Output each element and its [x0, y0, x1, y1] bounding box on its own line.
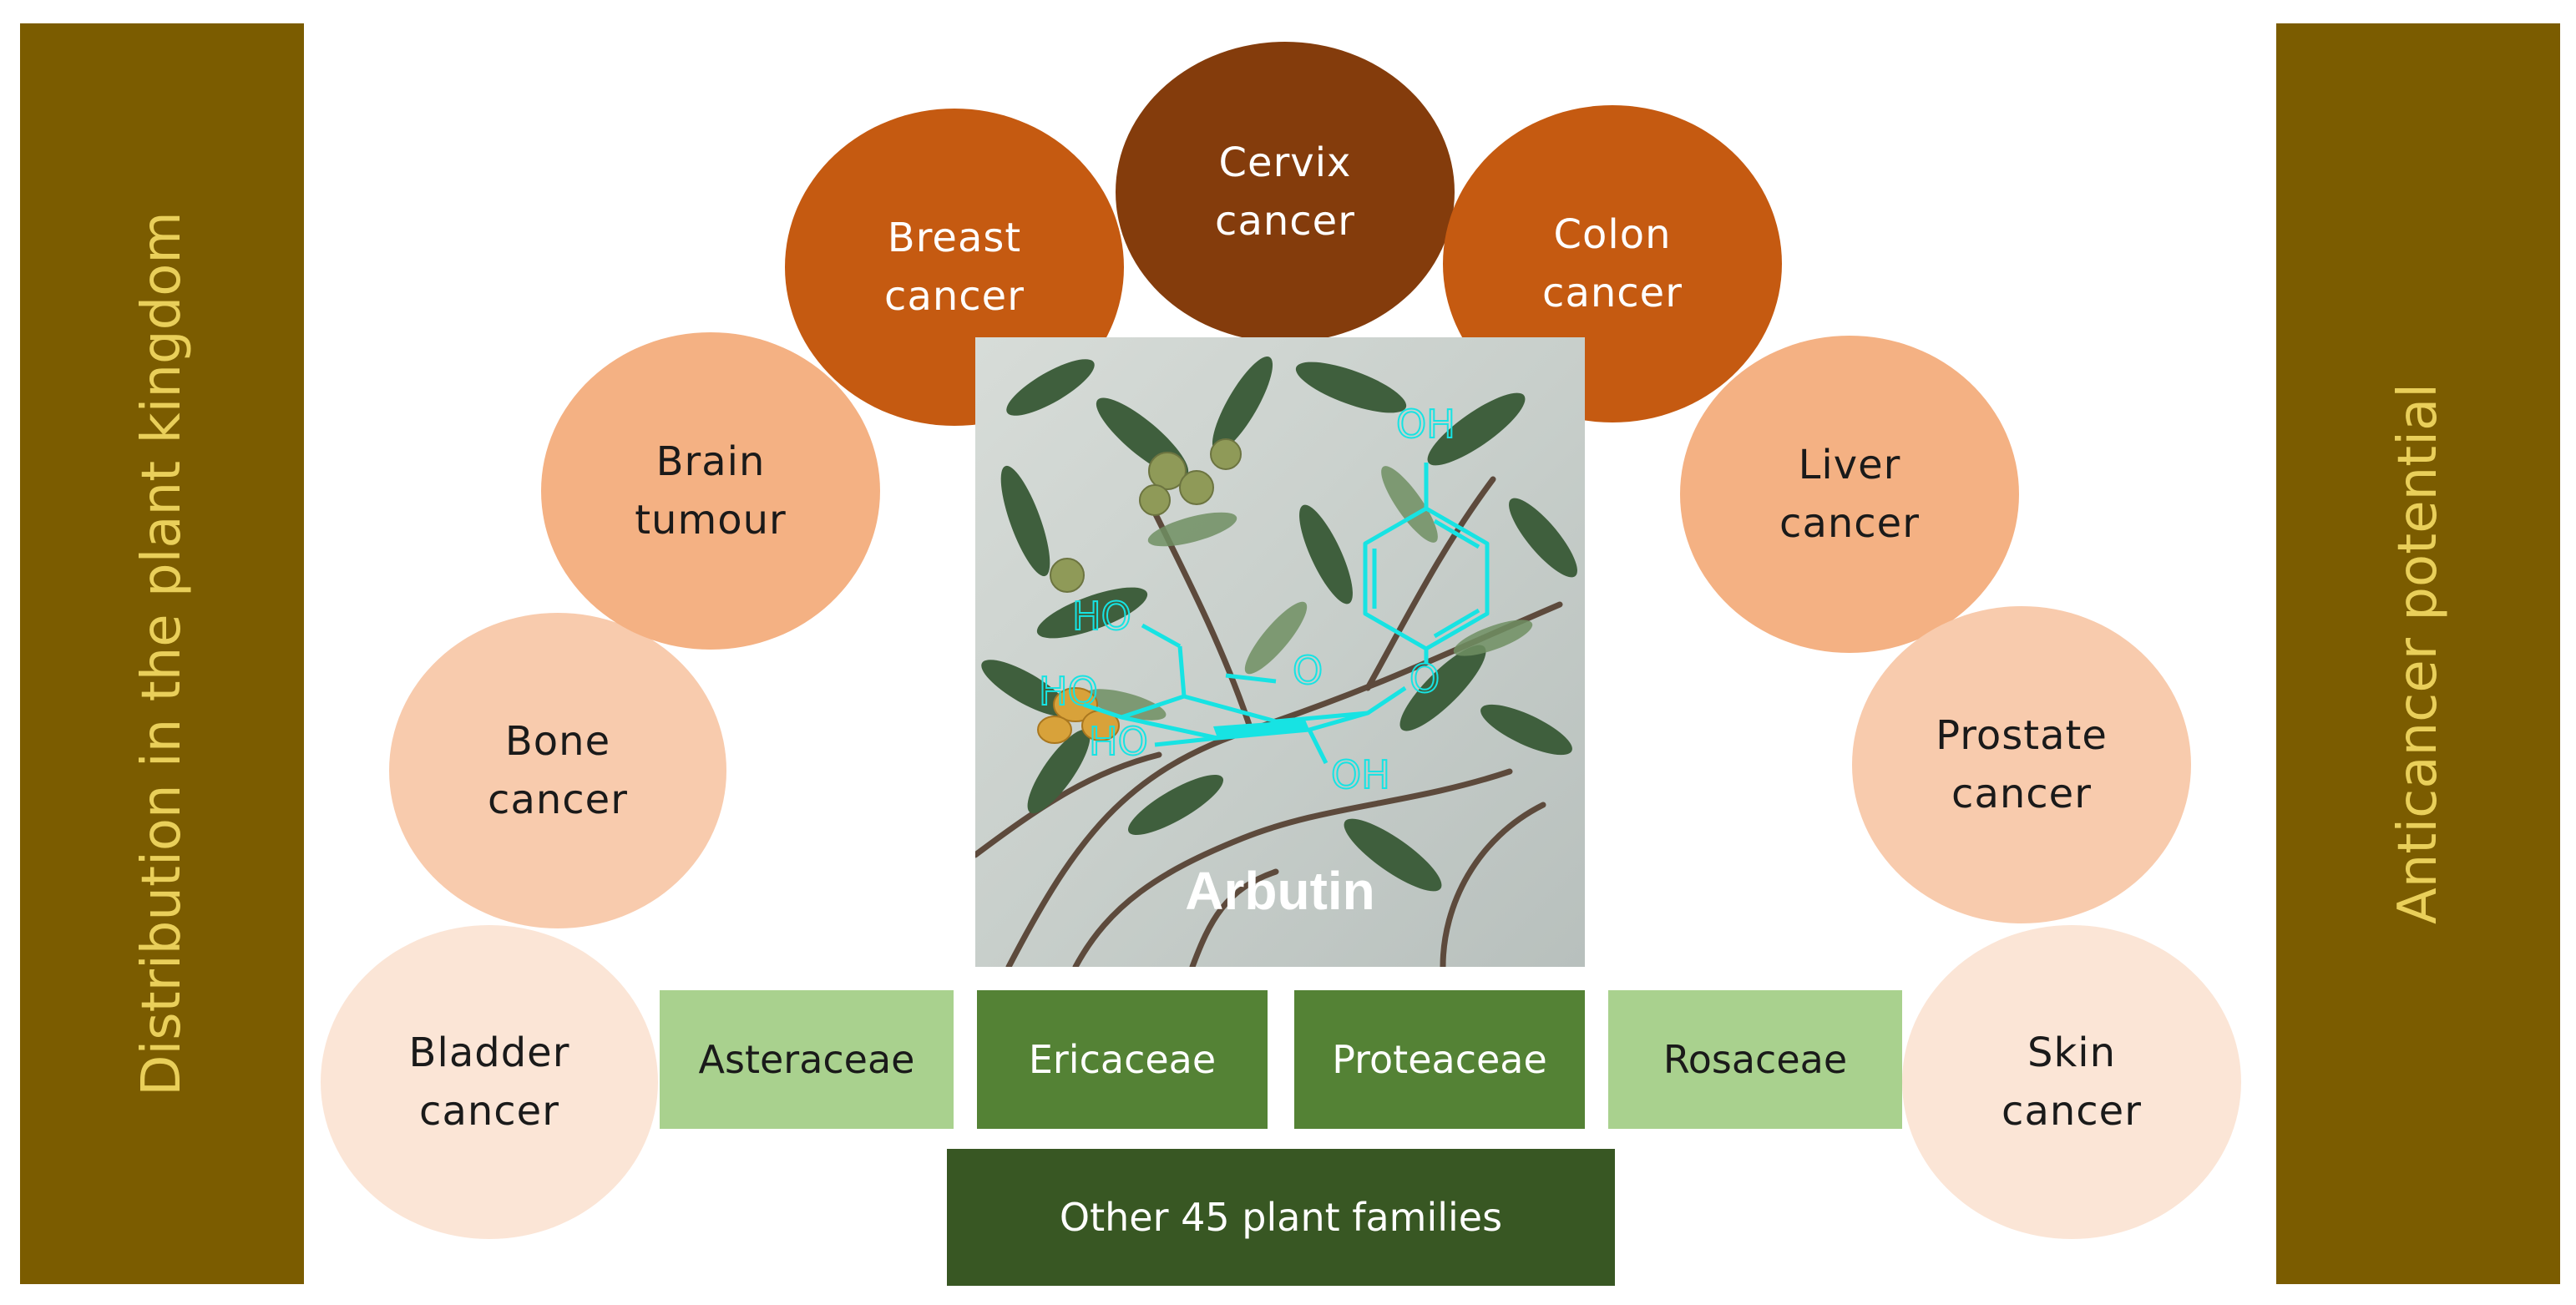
- cancer-circle-cervix: Cervix cancer: [1116, 42, 1455, 342]
- plant-photo-art: OH HO HO HO OH O O: [975, 337, 1585, 967]
- cancer-circle-prostate: Prostate cancer: [1852, 606, 2191, 923]
- ho-ch2-label: HO: [1072, 594, 1131, 639]
- cancer-label-cervix: Cervix cancer: [1215, 139, 1355, 245]
- cancer-label-colon: Colon cancer: [1542, 211, 1683, 316]
- cancer-circle-breast: Breast cancer: [785, 109, 1124, 426]
- ho-3-label: HO: [1089, 719, 1148, 764]
- right-side-label: Anticancer potential: [2387, 382, 2449, 925]
- link-oxygen-label: O: [1409, 656, 1440, 701]
- plant-photo: OH HO HO HO OH O O: [975, 337, 1585, 967]
- cancer-label-bone: Bone cancer: [488, 718, 628, 823]
- cancer-circle-liver: Liver cancer: [1680, 336, 2019, 653]
- cancer-circle-bone: Bone cancer: [389, 613, 726, 928]
- family-box-ericaceae: Ericaceae: [977, 990, 1268, 1129]
- family-label-proteaceae: Proteaceae: [1332, 1037, 1547, 1082]
- cancer-circle-brain: Brain tumour: [541, 332, 880, 650]
- cancer-label-prostate: Prostate cancer: [1936, 712, 2108, 817]
- family-label-rosaceae: Rosaceae: [1663, 1037, 1848, 1082]
- left-side-label: Distribution in the plant kingdom: [131, 211, 193, 1096]
- cancer-circle-bladder: Bladder cancer: [321, 925, 658, 1239]
- cancer-label-liver: Liver cancer: [1779, 442, 1920, 547]
- family-label-other: Other 45 plant families: [1059, 1195, 1503, 1240]
- family-box-asteraceae: Asteraceae: [660, 990, 954, 1129]
- cancer-circle-skin: Skin cancer: [1902, 925, 2241, 1239]
- family-box-other: Other 45 plant families: [947, 1149, 1615, 1286]
- family-label-asteraceae: Asteraceae: [698, 1037, 915, 1082]
- family-box-rosaceae: Rosaceae: [1608, 990, 1902, 1129]
- cancer-label-bladder: Bladder cancer: [408, 1029, 570, 1135]
- family-box-proteaceae: Proteaceae: [1294, 990, 1585, 1129]
- ring-oxygen-label: O: [1293, 648, 1323, 693]
- right-side-bar: Anticancer potential: [2276, 23, 2560, 1284]
- ho-2-label: HO: [1039, 669, 1098, 714]
- left-side-bar: Distribution in the plant kingdom: [20, 23, 304, 1284]
- cancer-label-brain: Brain tumour: [635, 438, 787, 544]
- oh-bottom-label: OH: [1331, 752, 1390, 797]
- cancer-label-skin: Skin cancer: [2002, 1029, 2142, 1135]
- compound-name: Arbutin: [1185, 861, 1375, 921]
- family-label-ericaceae: Ericaceae: [1028, 1037, 1217, 1082]
- oh-top-label: OH: [1396, 402, 1455, 447]
- cancer-label-breast: Breast cancer: [884, 215, 1025, 320]
